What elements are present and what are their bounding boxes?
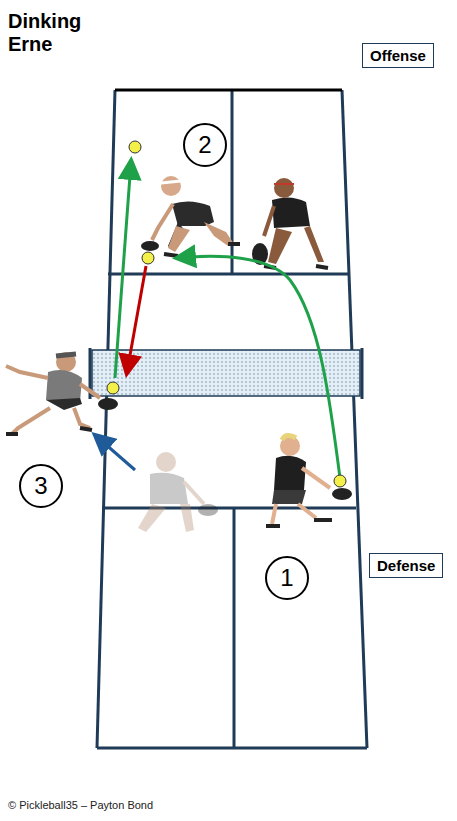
copyright-note: © Pickleball35 – Payton Bond	[8, 799, 153, 811]
label-text: Offense	[370, 47, 426, 64]
callout-text: 2	[198, 131, 211, 159]
callout-number: 1	[265, 556, 309, 600]
callout-text: 1	[280, 564, 293, 592]
callout-number: 3	[19, 464, 63, 508]
callout-number: 2	[183, 123, 227, 167]
team-label-box: Defense	[369, 553, 443, 578]
diagram-title: Dinking Erne	[8, 10, 100, 56]
callout-text: 3	[34, 472, 47, 500]
team-label-box: Offense	[362, 43, 434, 68]
label-text: Defense	[377, 557, 435, 574]
